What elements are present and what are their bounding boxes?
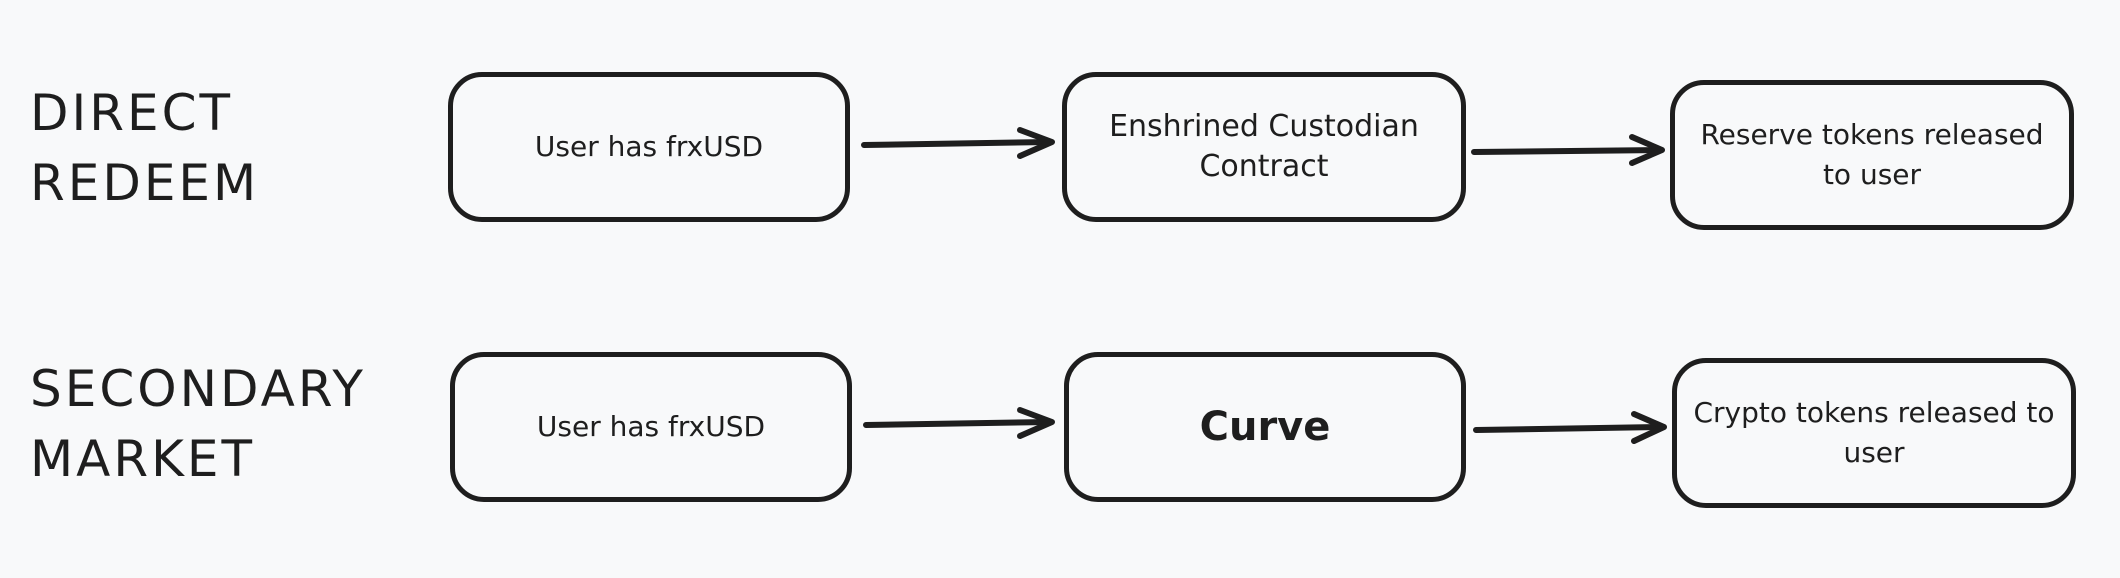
row-label-line: DIRECT (30, 84, 234, 142)
node-user-has-frxusd-direct: User has frxUSD (448, 72, 850, 222)
node-curve: Curve (1064, 352, 1466, 502)
row-label-line: SECONDARY (30, 360, 366, 418)
row-label-line: MARKET (30, 430, 256, 488)
arrow-row2-a (863, 407, 1055, 439)
row-label-line: REDEEM (30, 154, 260, 212)
node-crypto-tokens-released: Crypto tokens released to user (1672, 358, 2076, 508)
node-reserve-tokens-released: Reserve tokens released to user (1670, 80, 2074, 230)
arrow-row1-b (1471, 134, 1665, 166)
node-user-has-frxusd-secondary: User has frxUSD (450, 352, 852, 502)
arrow-row2-b (1473, 411, 1667, 444)
row-label-secondary-market: SECONDARY MARKET (30, 354, 366, 494)
row-label-direct-redeem: DIRECT REDEEM (30, 78, 259, 218)
arrow-row1-a (861, 127, 1055, 159)
node-enshrined-custodian-contract: Enshrined Custodian Contract (1062, 72, 1466, 222)
